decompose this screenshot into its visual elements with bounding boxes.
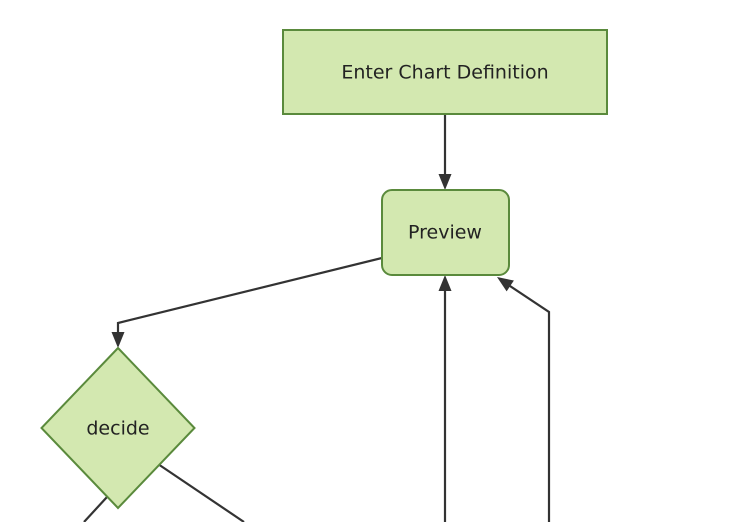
- node-decide-label: decide: [86, 418, 149, 440]
- node-preview[interactable]: Preview: [381, 189, 510, 276]
- node-enter-chart-definition[interactable]: Enter Chart Definition: [282, 29, 608, 115]
- arrowhead-up-icon: [438, 275, 452, 291]
- node-decide[interactable]: decide: [40, 346, 196, 510]
- node-preview-label: Preview: [408, 222, 482, 244]
- arrowhead-up-left-icon: [497, 277, 514, 292]
- arrowhead-down-icon: [438, 174, 452, 190]
- arrowhead-down-icon: [111, 332, 125, 348]
- edge-preview-to-decide: [116, 256, 383, 340]
- nodes-layer: Enter Chart Definition Preview decide: [40, 29, 608, 510]
- edge-decide-to-offscreen-left: [83, 496, 108, 522]
- node-enter-chart-definition-shape[interactable]: [282, 29, 608, 115]
- edge-bottom-right-to-preview: [503, 281, 551, 522]
- node-decide-shape[interactable]: [40, 346, 196, 510]
- arrowheads-layer: [111, 174, 514, 348]
- edge-decide-to-offscreen-right: [157, 463, 245, 522]
- node-enter-chart-definition-label: Enter Chart Definition: [341, 62, 548, 84]
- node-preview-shape[interactable]: [381, 189, 510, 276]
